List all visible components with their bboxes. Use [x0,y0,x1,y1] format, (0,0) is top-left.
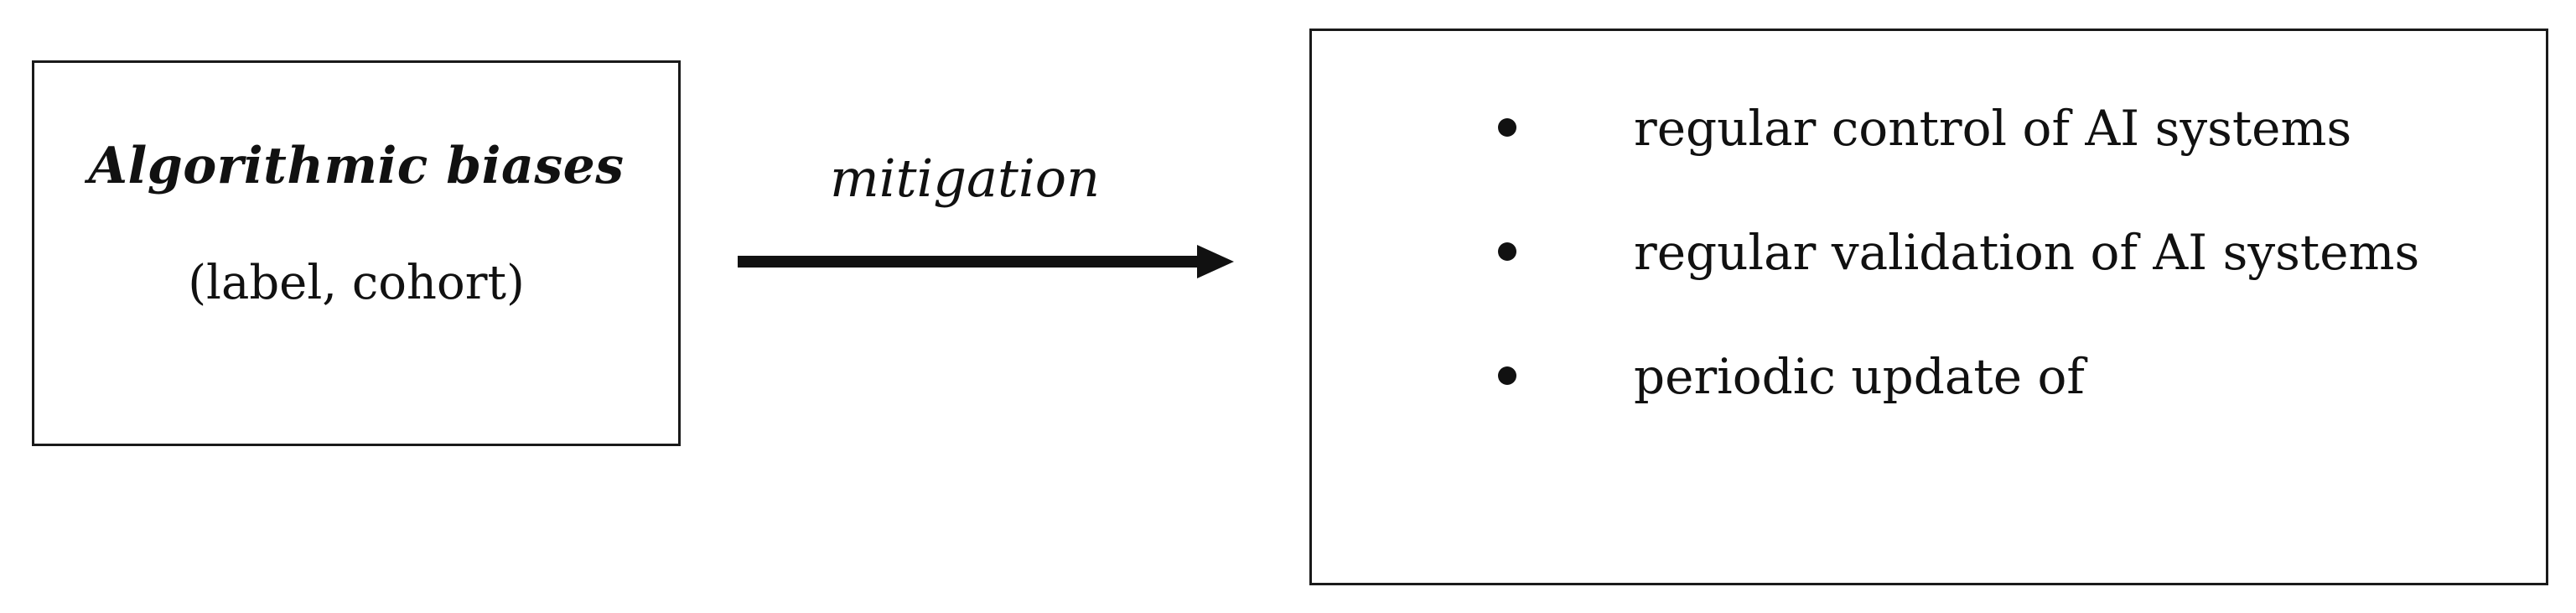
list-item: regular validation of AI systems [1312,219,2546,303]
bias-types-subtitle: (label, cohort) [188,256,525,310]
bullet-icon [1498,118,1516,137]
arrow-shaft [738,256,1197,268]
arrow-head [1197,245,1234,278]
mitigation-arrow [738,245,1234,278]
bullet-icon [1498,242,1516,261]
algorithmic-biases-title: Algorithmic biases [88,137,625,195]
list-item-text: regular control of AI systems [1634,100,2352,157]
algorithmic-biases-box: Algorithmic biases (label, cohort) [32,60,681,446]
list-item: regular control of AI systems [1312,95,2546,179]
list-item: periodic update of [1312,343,2546,427]
mitigation-measures-list: regular control of AI systems regular va… [1312,31,2546,583]
list-item-text: regular validation of AI systems [1634,224,2420,281]
mitigation-measures-box: regular control of AI systems regular va… [1309,29,2548,585]
bullet-icon [1498,366,1516,385]
mitigation-label: mitigation [830,148,1101,209]
list-item-text: periodic update of [1634,348,2085,405]
